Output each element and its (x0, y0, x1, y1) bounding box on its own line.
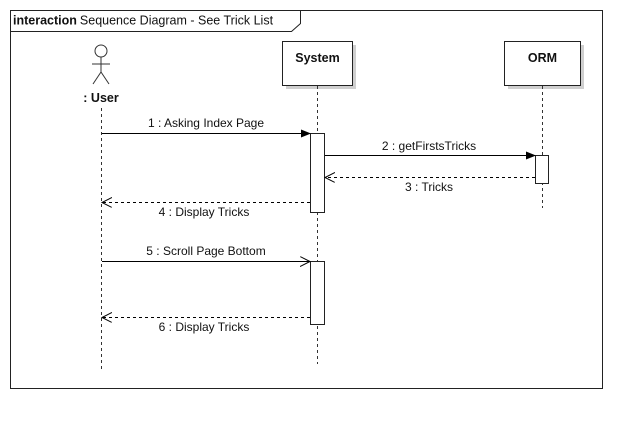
frame-label-pentagon (10, 10, 301, 32)
message-2-label: 2 : getFirstsTricks (382, 139, 476, 153)
message-6-label: 6 : Display Tricks (159, 320, 250, 334)
system-activation-1 (310, 133, 325, 213)
orm-activation (535, 155, 549, 184)
message-3-label: 3 : Tricks (405, 180, 453, 194)
user-actor-name: User (91, 91, 119, 105)
user-actor-label: : User (83, 91, 119, 105)
message-5-label: 5 : Scroll Page Bottom (146, 244, 265, 258)
user-actor-icon (92, 44, 110, 85)
system-participant-label: System (295, 51, 339, 65)
frame-keyword: interaction (13, 14, 77, 28)
message-4-label: 4 : Display Tricks (159, 205, 250, 219)
message-1-label: 1 : Asking Index Page (148, 116, 264, 130)
interaction-frame (10, 10, 603, 389)
frame-title-text: Sequence Diagram - See Trick List (80, 14, 274, 28)
orm-participant-label: ORM (528, 51, 557, 65)
orm-participant-box (504, 41, 581, 86)
system-activation-2 (310, 261, 325, 325)
system-participant-box (282, 41, 353, 86)
